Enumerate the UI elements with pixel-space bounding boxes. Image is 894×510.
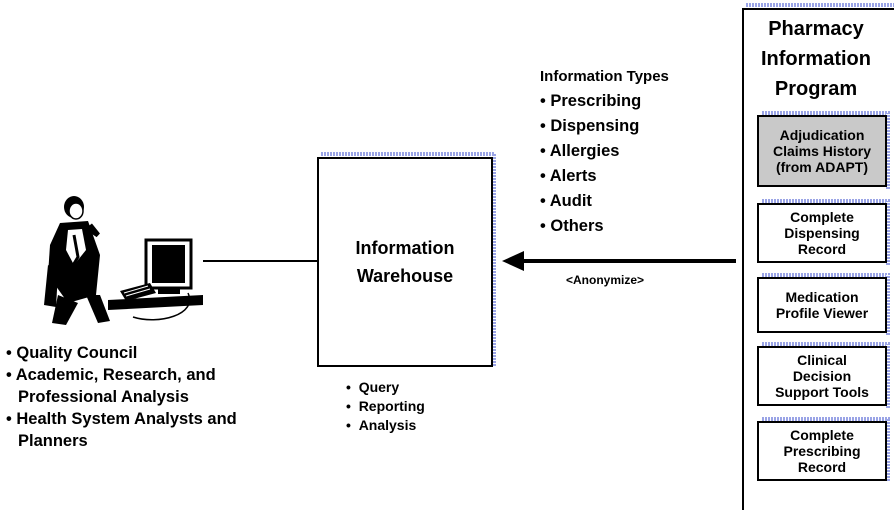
component-shadow-right (886, 275, 890, 335)
warehouse-shadow-top (321, 152, 495, 156)
warehouse-label-line1: Information (355, 238, 455, 258)
warehouse-function-item: • Analysis (346, 417, 417, 433)
warehouse-function-item: • Query (346, 379, 400, 395)
user-group-item: • Academic, Research, and Professional A… (6, 366, 216, 406)
information-type-item: • Others (540, 217, 604, 235)
user-groups-list: • Quality Council • Academic, Research, … (6, 342, 306, 452)
component-shadow-right (886, 201, 890, 265)
person-at-computer-icon (44, 196, 203, 325)
component-shadow-top (762, 111, 890, 115)
anonymize-label: <Anonymize> (566, 273, 645, 287)
warehouse-label-line2: Warehouse (356, 266, 454, 286)
component-shadow-top (762, 417, 890, 421)
information-type-item: • Audit (540, 192, 592, 210)
user-group-item: • Health System Analysts and Planners (6, 410, 237, 450)
information-type-item: • Prescribing (540, 92, 642, 110)
user-group-item: • Quality Council (6, 344, 138, 362)
information-warehouse-box: Information Warehouse (317, 157, 493, 367)
component-shadow-right (886, 113, 890, 189)
information-types-list: Information Types • Prescribing • Dispen… (540, 67, 669, 239)
pharmacy-program-title: Pharmacy Information Program (761, 18, 871, 100)
information-type-item: • Allergies (540, 142, 620, 160)
warehouse-shadow-right (492, 154, 496, 366)
information-type-item: • Alerts (540, 167, 597, 185)
warehouse-functions-list: • Query • Reporting • Analysis (346, 378, 425, 435)
component-shadow-top (762, 199, 890, 203)
component-shadow-right (886, 344, 890, 408)
data-flow-arrow (502, 251, 736, 271)
program-shadow-top (746, 3, 894, 7)
component-shadow-right (886, 419, 890, 481)
component-shadow-top (762, 273, 890, 277)
information-type-item: • Dispensing (540, 117, 640, 135)
user-warehouse-connector (203, 260, 317, 262)
component-shadow-top (762, 342, 890, 346)
information-types-header: Information Types (540, 68, 669, 85)
warehouse-function-item: • Reporting (346, 398, 425, 414)
